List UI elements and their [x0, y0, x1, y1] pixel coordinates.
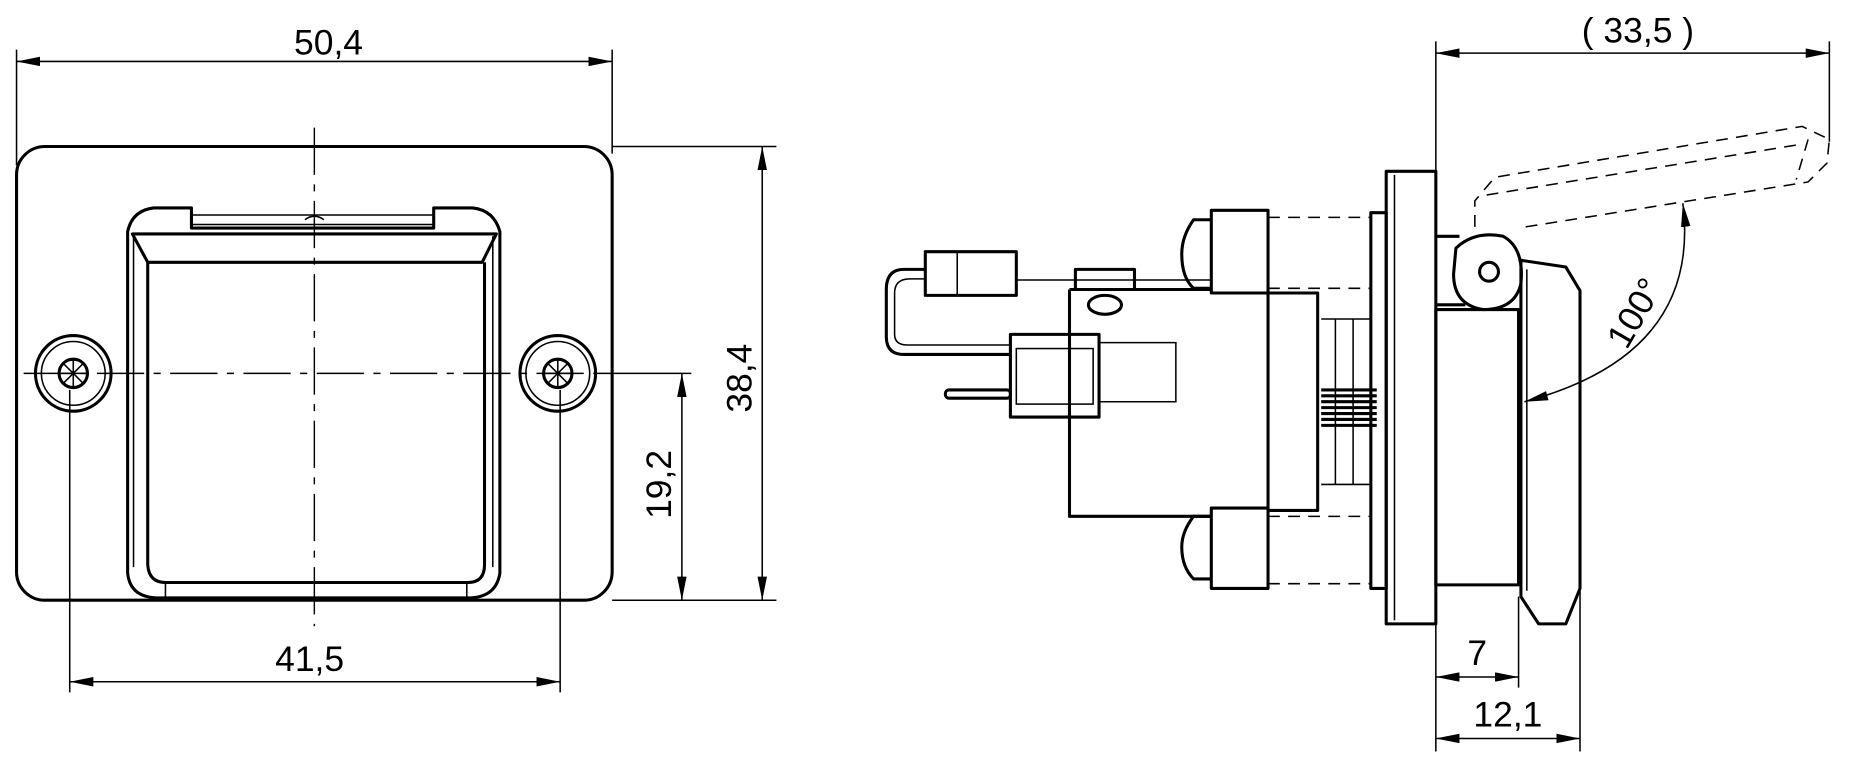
cover-open-phantom: [1474, 125, 1831, 229]
dimension-screw-spacing: 41,5: [68, 389, 561, 693]
dimension-depth: 7 12,1: [1435, 590, 1581, 752]
hinge: [1452, 233, 1523, 312]
hinge-block: [1435, 234, 1466, 307]
dimension-angle: 100°: [1524, 203, 1691, 403]
dimension-lever-open: ( 33,5 ): [1435, 11, 1831, 310]
cover-closed: [1518, 258, 1582, 626]
flange: [1384, 169, 1438, 626]
front-view: 50,4 41,5 38,4 19,2: [15, 22, 777, 693]
dim-depth-body-label: 7: [1467, 633, 1487, 673]
side-view: 100° ( 3: [884, 11, 1831, 752]
dimension-height: 38,4 19,2: [596, 145, 777, 601]
dim-lever-open-label: ( 33,5 ): [1582, 11, 1694, 51]
rear-assembly: [884, 208, 1388, 590]
dim-width-label: 50,4: [294, 22, 363, 62]
dim-angle-label: 100°: [1599, 271, 1670, 354]
dim-screw-spacing-label: 41,5: [275, 639, 344, 679]
dim-center-height-label: 19,2: [639, 450, 679, 519]
socket-body: [1434, 308, 1521, 587]
dim-height-label: 38,4: [720, 344, 760, 413]
dimension-width: 50,4: [15, 22, 613, 166]
hinged-cover: [126, 206, 502, 600]
dim-depth-total-label: 12,1: [1473, 695, 1542, 735]
